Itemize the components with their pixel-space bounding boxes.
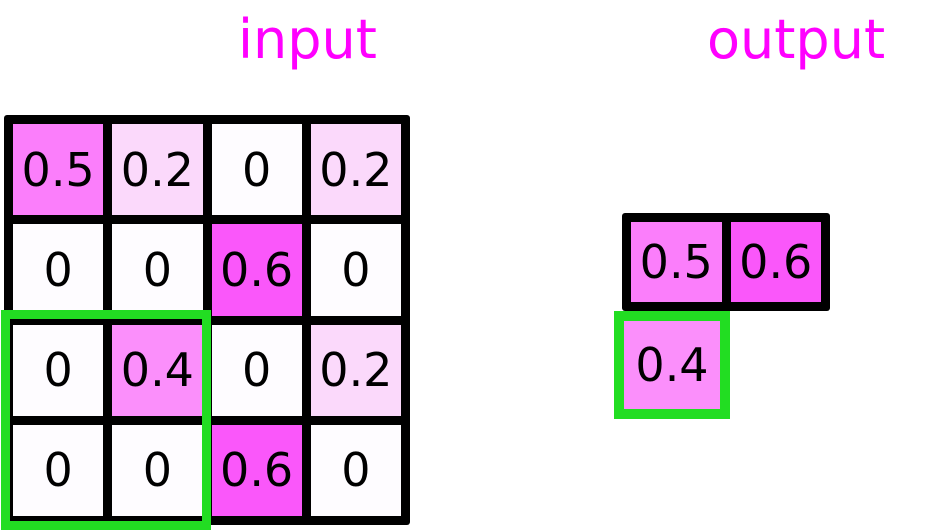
input-cell-r1-c2: 0.6 xyxy=(211,224,302,316)
output-selected-cell: 0.4 xyxy=(614,311,730,419)
input-cell-r1-c0: 0 xyxy=(13,224,104,316)
input-cell-r3-c2: 0.6 xyxy=(211,424,302,516)
input-cell-r2-c0: 0 xyxy=(13,324,104,416)
output-title: output xyxy=(707,8,886,71)
input-cell-r3-c3: 0 xyxy=(310,424,401,516)
input-cell-r0-c2: 0 xyxy=(211,124,302,216)
input-cell-r0-c3: 0.2 xyxy=(310,124,401,216)
input-cell-r2-c2: 0 xyxy=(211,324,302,416)
input-cell-r1-c1: 0 xyxy=(112,224,203,316)
input-cell-r0-c1: 0.2 xyxy=(112,124,203,216)
output-cell-r0-c1: 0.6 xyxy=(730,222,821,302)
input-title: input xyxy=(238,8,377,71)
input-cell-r2-c1: 0.4 xyxy=(112,324,203,416)
input-cell-r3-c0: 0 xyxy=(13,424,104,516)
input-cell-r0-c0: 0.5 xyxy=(13,124,104,216)
input-cell-r3-c1: 0 xyxy=(112,424,203,516)
output-cell-r0-c0: 0.5 xyxy=(631,222,722,302)
input-cell-r2-c3: 0.2 xyxy=(310,324,401,416)
input-cell-r1-c3: 0 xyxy=(310,224,401,316)
